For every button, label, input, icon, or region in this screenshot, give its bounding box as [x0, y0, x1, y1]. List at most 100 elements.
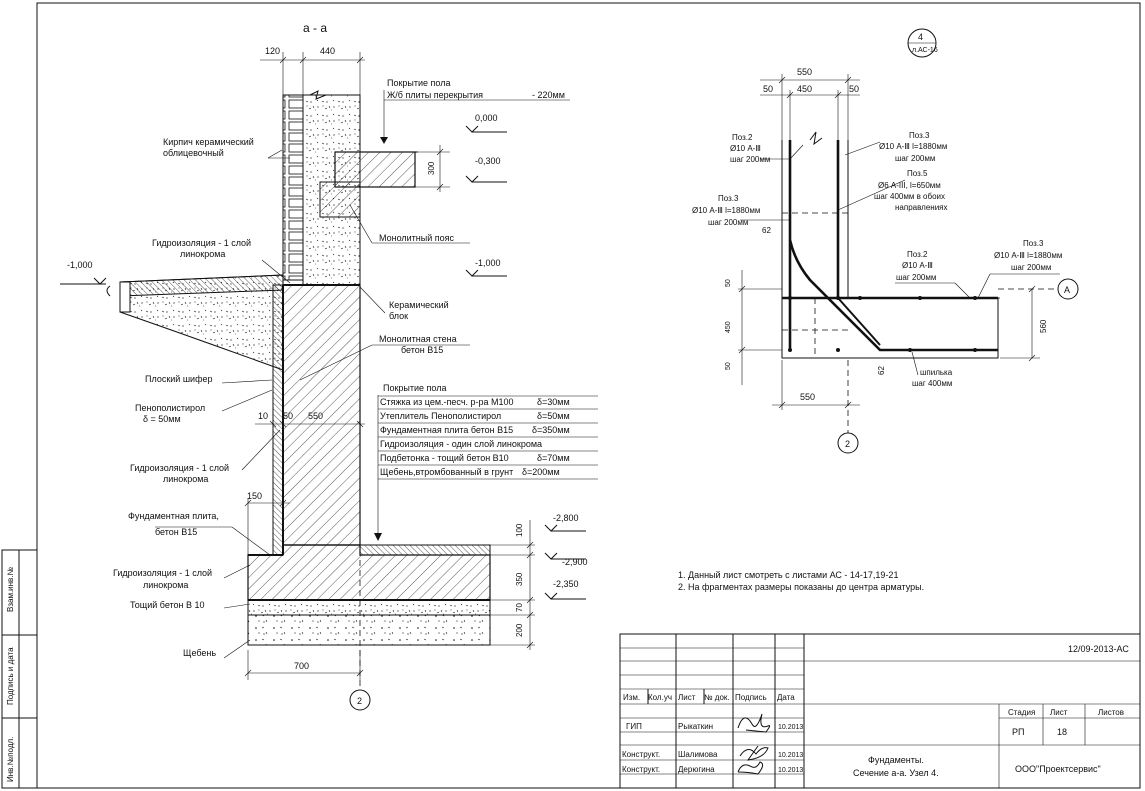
svg-text:направлениях: направлениях: [895, 203, 948, 212]
svg-text:550: 550: [800, 392, 815, 402]
svg-text:Кол.уч: Кол.уч: [648, 693, 672, 702]
svg-text:10.2013: 10.2013: [778, 724, 803, 731]
svg-text:Лист: Лист: [678, 693, 696, 702]
svg-text:бетон В15: бетон В15: [401, 345, 443, 355]
level-marks: [60, 125, 586, 600]
svg-text:Изм.: Изм.: [623, 693, 640, 702]
svg-text:1. Данный лист смотреть с лист: 1. Данный лист смотреть с листами АС - 1…: [678, 570, 898, 580]
svg-text:шаг 200мм: шаг 200мм: [708, 218, 748, 227]
svg-text:2: 2: [357, 696, 362, 706]
svg-text:50: 50: [763, 84, 773, 94]
svg-text:РП: РП: [1012, 727, 1024, 737]
svg-text:Монолитный пояс: Монолитный пояс: [379, 233, 455, 243]
svg-text:Гидроизоляция - 1 слой: Гидроизоляция - 1 слой: [152, 238, 251, 248]
svg-text:шаг 200мм: шаг 200мм: [730, 155, 770, 164]
svg-text:62: 62: [877, 366, 886, 375]
node-labels: Поз.2 Ø10 А-Ⅲ шаг 200мм Поз.3 Ø10 А-Ⅲ l=…: [692, 131, 1062, 388]
svg-text:Поз.2: Поз.2: [907, 250, 928, 259]
svg-text:Поз.3: Поз.3: [718, 194, 739, 203]
svg-text:№ док.: № док.: [704, 693, 730, 702]
axis-bubble-2: [349, 689, 371, 711]
svg-text:Плоский шифер: Плоский шифер: [145, 374, 212, 384]
svg-text:Стадия: Стадия: [1008, 708, 1035, 717]
svg-text:Инв.№подл.: Инв.№подл.: [6, 737, 15, 782]
svg-text:Пенополистирол: Пенополистирол: [135, 403, 205, 413]
svg-text:450: 450: [797, 84, 812, 94]
section-title: а - а: [303, 21, 327, 35]
svg-text:Ø10 А-Ⅲ l=1880мм: Ø10 А-Ⅲ l=1880мм: [994, 251, 1062, 260]
svg-text:шаг 200мм: шаг 200мм: [896, 273, 936, 282]
svg-text:Рыкаткин: Рыкаткин: [678, 722, 713, 731]
svg-text:150: 150: [247, 491, 262, 501]
svg-text:Стяжка из цем.-песч. р-ра М100: Стяжка из цем.-песч. р-ра М100: [380, 397, 514, 407]
svg-text:шпилька: шпилька: [920, 368, 953, 377]
svg-text:Фундаменты.: Фундаменты.: [868, 755, 924, 765]
svg-text:Кирпич керамический: Кирпич керамический: [163, 137, 254, 147]
svg-text:Монолитная стена: Монолитная стена: [379, 334, 457, 344]
svg-text:-1,000: -1,000: [475, 258, 501, 268]
foam-insulation: [272, 284, 284, 556]
dim-vertical-right: [490, 520, 535, 650]
svg-text:-2,350: -2,350: [553, 579, 579, 589]
leaders: [155, 90, 570, 659]
floor-slab: [334, 151, 416, 188]
svg-text:62: 62: [762, 226, 771, 235]
svg-text:δ = 50мм: δ = 50мм: [143, 414, 181, 424]
svg-text:- 220мм: - 220мм: [532, 90, 565, 100]
svg-text:Сечение а-а. Узел 4.: Сечение а-а. Узел 4.: [853, 768, 939, 778]
svg-text:Ø10 А-Ⅲ: Ø10 А-Ⅲ: [730, 144, 761, 153]
svg-text:Гидроизоляция - один слой лино: Гидроизоляция - один слой линокрома: [380, 439, 542, 449]
svg-text:Конструкт.: Конструкт.: [622, 750, 660, 759]
dim-700: [244, 650, 364, 680]
dim-wall-width: [255, 420, 365, 428]
svg-text:10: 10: [258, 411, 268, 421]
svg-text:100: 100: [515, 523, 524, 537]
svg-text:450: 450: [725, 321, 732, 333]
svg-text:Поз.5: Поз.5: [907, 169, 928, 178]
svg-text:Гидроизоляция - 1 слой: Гидроизоляция - 1 слой: [113, 568, 212, 578]
notes: 1. Данный лист смотреть с листами АС - 1…: [678, 570, 924, 592]
svg-text:120: 120: [265, 46, 280, 56]
svg-text:А: А: [1064, 285, 1070, 295]
svg-text:-2,900: -2,900: [562, 557, 588, 567]
svg-text:Фундаментная плита,: Фундаментная плита,: [128, 511, 219, 521]
svg-text:δ=200мм: δ=200мм: [522, 467, 560, 477]
svg-text:2. На фрагментах размеры показ: 2. На фрагментах размеры показаны до цен…: [678, 582, 924, 592]
svg-text:ООО"Проектсервис": ООО"Проектсервис": [1015, 764, 1101, 774]
svg-text:линокрома: линокрома: [143, 580, 188, 590]
svg-text:0,000: 0,000: [475, 113, 498, 123]
svg-text:Ø6 А-III, l=650мм: Ø6 А-III, l=650мм: [878, 181, 941, 190]
svg-text:200: 200: [515, 623, 524, 637]
section-a-a: а - а 120 440: [60, 21, 598, 711]
svg-text:Ж/б плиты перекрытия: Ж/б плиты перекрытия: [387, 90, 483, 100]
svg-text:-1,000: -1,000: [67, 260, 93, 270]
dim-top-wall: [260, 52, 365, 95]
svg-text:Тощий бетон В 10: Тощий бетон В 10: [130, 600, 205, 610]
svg-text:Взам.инв.№: Взам.инв.№: [6, 566, 15, 612]
svg-text:Поз.3: Поз.3: [1023, 239, 1044, 248]
svg-text:10.2013: 10.2013: [778, 752, 803, 759]
gravel-bed: [247, 614, 491, 646]
svg-text:л.АС-16: л.АС-16: [912, 47, 938, 54]
svg-text:50: 50: [283, 411, 293, 421]
svg-text:10.2013: 10.2013: [778, 767, 803, 774]
svg-text:δ=30мм: δ=30мм: [537, 397, 570, 407]
signatures: [737, 713, 771, 775]
svg-text:Щебень,втромбованный в грунт: Щебень,втромбованный в грунт: [380, 467, 513, 477]
svg-text:Дата: Дата: [777, 693, 795, 702]
svg-text:Керамический: Керамический: [389, 300, 449, 310]
svg-text:облицевочный: облицевочный: [163, 148, 224, 158]
facing-brick: [282, 94, 304, 281]
svg-text:300: 300: [427, 161, 436, 175]
svg-text:Поз.3: Поз.3: [909, 131, 930, 140]
sheet-frame: [36, 2, 1141, 789]
svg-text:Ø10 А-Ⅲ: Ø10 А-Ⅲ: [902, 261, 933, 270]
svg-text:Дерюгина: Дерюгина: [678, 765, 715, 774]
svg-text:550: 550: [308, 411, 323, 421]
svg-text:Ø10 А-Ⅲ l=1880мм: Ø10 А-Ⅲ l=1880мм: [692, 206, 760, 215]
svg-text:Конструкт.: Конструкт.: [622, 765, 660, 774]
svg-text:Щебень: Щебень: [183, 648, 216, 658]
svg-text:ГИП: ГИП: [626, 722, 642, 731]
svg-text:550: 550: [797, 67, 812, 77]
svg-text:Ø10 А-Ⅲ l=1880мм: Ø10 А-Ⅲ l=1880мм: [879, 142, 947, 151]
